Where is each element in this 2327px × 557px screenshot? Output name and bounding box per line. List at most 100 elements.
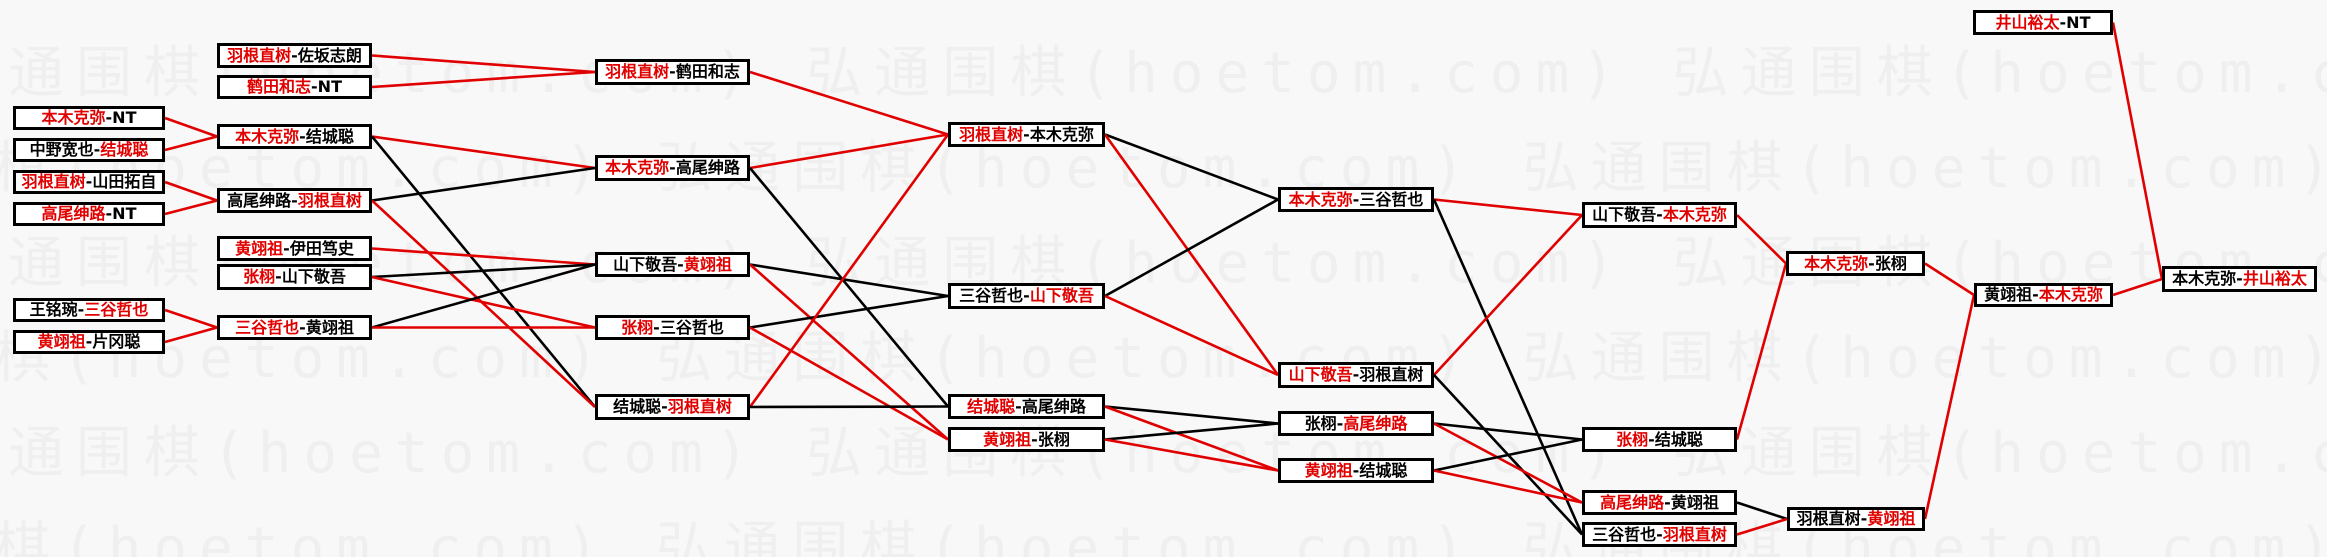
- player-name-winner: 羽根直树: [959, 124, 1024, 144]
- player-name-loser: 山田拓自: [92, 172, 157, 191]
- match-box-b51: 山下敬吾-本木克弥: [1582, 202, 1737, 228]
- vs-dash: -: [653, 317, 660, 337]
- result-line-b41-b51: [1433, 198, 1583, 217]
- player-name-winner: 羽根直树: [667, 397, 732, 416]
- vs-dash: -: [669, 158, 676, 177]
- result-line-b12-b21: [371, 70, 596, 89]
- result-line-b22-b33: [748, 167, 950, 408]
- result-line-b03-b14: [164, 180, 218, 202]
- match-box-b17: 三谷哲也-黄翊祖: [217, 315, 372, 340]
- vs-dash: -: [299, 126, 306, 146]
- match-box-b33: 结城聪-高尾绅路: [948, 394, 1105, 419]
- vs-dash: -: [291, 190, 298, 210]
- match-box-b41: 本木克弥-三谷哲也: [1278, 187, 1434, 212]
- result-line-b25-b33: [749, 405, 949, 409]
- result-line-b52-b61: [1735, 263, 1788, 440]
- player-name-winner: 结城聪: [967, 396, 1016, 416]
- vs-dash: -: [2032, 285, 2039, 304]
- result-line-b43-b52: [1433, 422, 1583, 441]
- vs-dash: -: [2236, 269, 2243, 288]
- vs-dash: -: [661, 397, 668, 416]
- vs-dash: -: [1868, 253, 1875, 273]
- match-box-b24: 张栩-三谷哲也: [595, 315, 750, 340]
- player-name-winner: 本木克弥: [2038, 285, 2103, 304]
- result-line-b25-b31: [748, 133, 950, 408]
- player-name-winner: 本木克弥: [1662, 205, 1727, 224]
- vs-dash: -: [2059, 12, 2067, 32]
- result-line-b54-b62: [1736, 517, 1788, 536]
- result-line-b24-b32: [749, 294, 949, 329]
- vs-dash: -: [311, 77, 318, 96]
- player-name-winner: 本木克弥: [41, 108, 106, 127]
- result-line-b05-b17: [164, 308, 218, 329]
- result-line-b33-b43: [1104, 405, 1279, 425]
- result-line-b17-b23: [371, 263, 596, 329]
- match-box-b52: 张栩-结城聪: [1582, 427, 1737, 452]
- player-name-loser: NT: [2066, 12, 2091, 32]
- vs-dash: -: [1023, 124, 1030, 144]
- vs-dash: -: [1031, 429, 1038, 449]
- player-name-winner: 三谷哲也: [235, 317, 300, 337]
- result-line-b22-b31: [749, 133, 949, 170]
- result-line-b72-b81: [2112, 277, 2163, 297]
- vs-dash: -: [291, 45, 298, 65]
- match-box-b13: 本木克弥-结城聪: [217, 124, 372, 149]
- result-line-b53-b62: [1736, 501, 1788, 521]
- player-name-loser: NT: [112, 204, 137, 223]
- vs-dash: -: [1860, 509, 1868, 528]
- player-name-loser: 黄翊祖: [1984, 285, 2033, 304]
- result-line-b14-b25: [371, 199, 596, 408]
- match-box-b04: 高尾绅路-NT: [13, 202, 165, 226]
- player-name-winner: 山下敬吾: [1288, 365, 1353, 384]
- vs-dash: -: [105, 204, 113, 223]
- vs-dash: -: [283, 238, 290, 258]
- player-name-loser: 高尾绅路: [227, 190, 292, 210]
- result-line-b32-b41: [1104, 198, 1279, 298]
- player-name-winner: 羽根直树: [297, 190, 362, 210]
- match-box-b14: 高尾绅路-羽根直树: [217, 188, 372, 213]
- player-name-winner: 高尾绅路: [1600, 492, 1665, 512]
- result-line-b34-b44: [1104, 438, 1279, 472]
- player-name-winner: 羽根直树: [227, 45, 292, 65]
- result-line-b62-b72: [1923, 294, 1976, 520]
- match-box-b34: 黄翊祖-张栩: [948, 427, 1105, 452]
- vs-dash: -: [85, 172, 93, 191]
- match-box-b05: 王铭琬-三谷哲也: [13, 298, 165, 322]
- player-name-loser: 张栩: [1874, 253, 1907, 273]
- match-box-b15: 黄翊祖-伊田笃史: [217, 236, 372, 261]
- vs-dash: -: [299, 317, 306, 337]
- player-name-winner: 本木克弥: [1288, 189, 1353, 209]
- vs-dash: -: [669, 62, 676, 81]
- match-box-b72: 黄翊祖-本木克弥: [1974, 283, 2113, 307]
- player-name-loser: 羽根直树: [1796, 509, 1861, 528]
- player-name-loser: 片冈聪: [92, 332, 141, 351]
- result-line-b44-b53: [1433, 469, 1583, 504]
- result-line-b31-b41: [1104, 133, 1279, 201]
- player-name-winner: 三谷哲也: [84, 300, 149, 319]
- match-box-b23: 山下敬吾-黄翊祖: [595, 252, 750, 277]
- player-name-loser: 高尾绅路: [675, 158, 740, 177]
- player-name-loser: 黄翊祖: [1670, 492, 1719, 512]
- vs-dash: -: [105, 108, 113, 127]
- match-box-b81: 本木克弥-井山裕太: [2162, 266, 2317, 292]
- player-name-loser: 鹤田和志: [675, 62, 740, 81]
- player-name-winner: 鹤田和志: [247, 77, 312, 96]
- player-name-loser: 本木克弥: [2172, 269, 2237, 288]
- player-name-loser: NT: [112, 108, 137, 127]
- match-box-b22: 本木克弥-高尾绅路: [595, 155, 750, 181]
- player-name-loser: 黄翊祖: [305, 317, 354, 337]
- result-line-b13-b22: [371, 135, 596, 170]
- match-box-b44: 黄翊祖-结城聪: [1278, 458, 1434, 483]
- vs-dash: -: [1656, 524, 1663, 544]
- vs-dash: -: [77, 300, 85, 319]
- match-box-b61: 本木克弥-张栩: [1786, 251, 1925, 276]
- vs-dash: -: [1352, 365, 1360, 384]
- result-line-b32-b42: [1104, 294, 1279, 377]
- vs-dash: -: [677, 254, 684, 274]
- vs-dash: -: [1648, 429, 1655, 449]
- player-name-loser: 三谷哲也: [1592, 524, 1657, 544]
- match-box-b54: 三谷哲也-羽根直树: [1582, 522, 1737, 547]
- match-box-b12: 鹤田和志-NT: [217, 75, 372, 99]
- player-name-winner: 本木克弥: [605, 158, 670, 177]
- result-line-b33-b44: [1104, 405, 1279, 472]
